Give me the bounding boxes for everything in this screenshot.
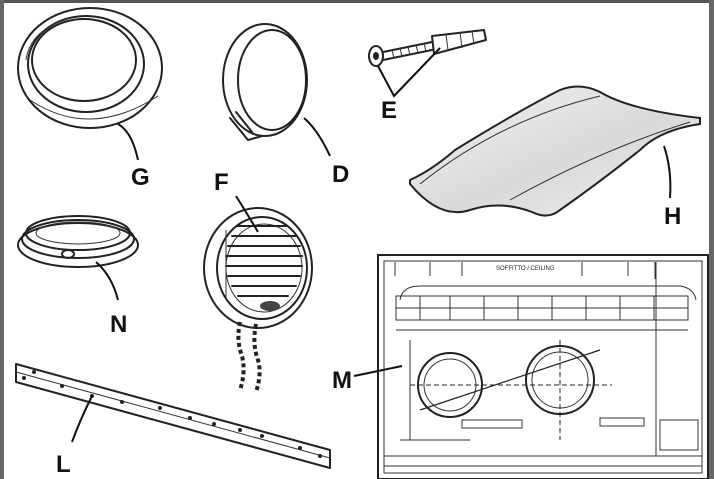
part-h-flexible-sheet (409, 85, 701, 217)
part-g-flanged-collar (17, 7, 163, 129)
leader-m (353, 365, 403, 377)
part-l-perforated-bar (15, 363, 331, 469)
leader-f (235, 195, 259, 233)
label-d: D (332, 161, 349, 188)
frame-right-border (709, 0, 714, 479)
label-h: H (664, 203, 681, 230)
label-e: E (381, 97, 397, 124)
part-m-installation-template: SOFFITTO / CEILING (377, 254, 709, 479)
label-l: L (56, 451, 71, 478)
frame-left-border (0, 0, 4, 479)
leader-l (71, 395, 93, 443)
part-f-round-vent-grille (203, 207, 313, 393)
part-e-screw-and-plug (368, 29, 487, 67)
template-title: SOFFITTO / CEILING (496, 266, 555, 272)
label-f: F (214, 169, 229, 196)
leader-d (303, 117, 331, 157)
leader-n (95, 261, 119, 301)
part-n-coiled-gasket (17, 215, 139, 268)
leader-g (117, 123, 139, 161)
leader-h (663, 145, 672, 199)
frame-top-border (0, 0, 714, 3)
leader-e (377, 47, 441, 98)
part-d-band-ring (222, 23, 308, 141)
label-g: G (131, 164, 150, 191)
label-n: N (110, 311, 127, 338)
label-m: M (332, 367, 352, 394)
